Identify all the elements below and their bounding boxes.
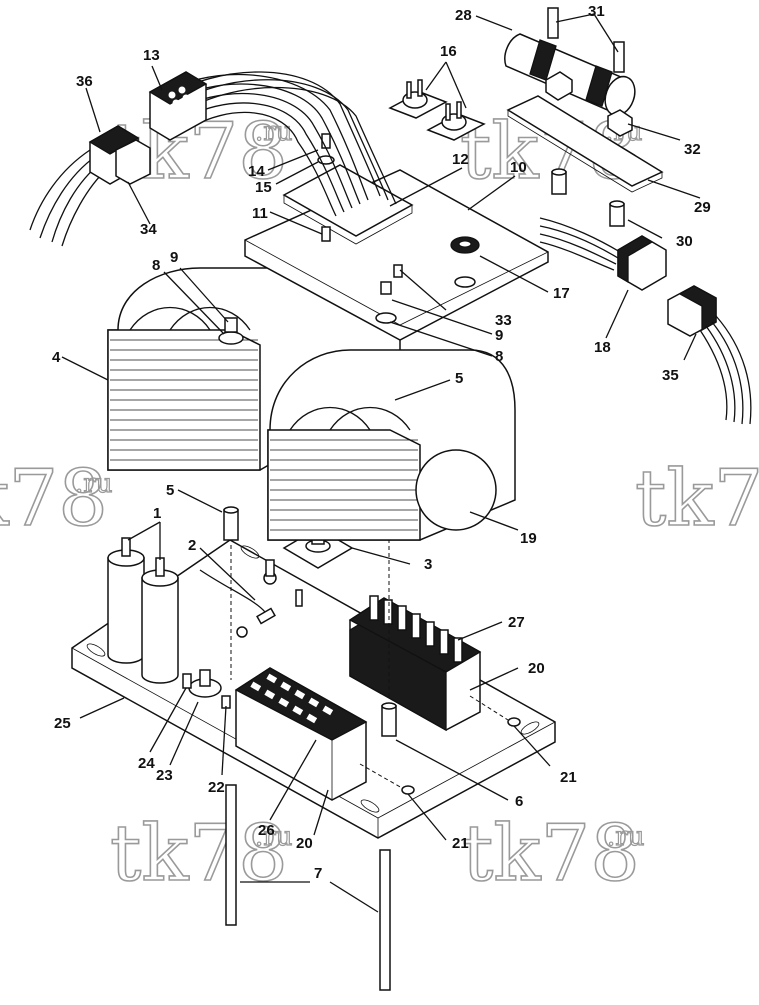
connector-18: [539, 217, 667, 291]
capacitors: [107, 537, 179, 684]
callout-17: 17: [553, 285, 570, 302]
callout-3: 3: [424, 556, 432, 573]
connector-36-34: [29, 125, 151, 247]
callout-18: 18: [594, 339, 611, 356]
callout-15: 15: [255, 179, 272, 196]
watermark-bottom-right: tk78: [462, 809, 640, 899]
resistor-28: [504, 7, 636, 117]
pc-board-12: [282, 164, 414, 245]
callout-11: 11: [252, 205, 268, 222]
callout-14: 14: [248, 163, 265, 180]
watermark-bottom-right-suffix: .ru: [607, 822, 644, 852]
callout-12: 12: [452, 151, 469, 168]
callout-31: 31: [588, 3, 605, 20]
callout-16: 16: [440, 43, 457, 60]
callout-23: 23: [156, 767, 173, 784]
callout-5-upper: 5: [455, 370, 463, 387]
terminal-block-26: [234, 667, 368, 801]
callout-21-bottom: 21: [452, 835, 469, 852]
callout-24: 24: [138, 755, 155, 772]
callout-34: 34: [140, 221, 157, 238]
callout-6: 6: [515, 793, 523, 810]
callout-28: 28: [455, 7, 472, 24]
callout-27: 27: [508, 614, 525, 631]
callout-29: 29: [694, 199, 711, 216]
wire-harness-main: [148, 71, 397, 217]
leader-lines: [61, 13, 701, 913]
board-29: [506, 71, 664, 227]
callout-36: 36: [76, 73, 93, 90]
watermark-mid-left: tk78: [0, 454, 108, 544]
callout-5-lower: 5: [166, 482, 174, 499]
callout-30: 30: [676, 233, 693, 250]
callout-21-right: 21: [560, 769, 577, 786]
callout-25: 25: [54, 715, 71, 732]
terminal-block-27: [348, 595, 482, 732]
callout-10: 10: [510, 159, 527, 176]
watermark-top-left-suffix: .ru: [255, 117, 292, 147]
callout-20-bottom: 20: [296, 835, 313, 852]
callout-19: 19: [520, 530, 537, 547]
callout-26: 26: [258, 822, 275, 839]
small-terminal-parts: [182, 669, 231, 709]
callout-9-left: 9: [170, 249, 178, 266]
callout-9-right: 9: [495, 327, 503, 344]
toroid-17: [450, 236, 480, 254]
callout-33: 33: [495, 312, 512, 329]
transistors-16: [388, 79, 486, 141]
callout-4: 4: [52, 349, 61, 366]
callout-22: 22: [208, 779, 225, 796]
callout-20-right: 20: [528, 660, 545, 677]
callout-2: 2: [188, 537, 196, 554]
screws-21: [359, 695, 521, 795]
callout-labels: 1 2 3 4 5 5 6 7 8 8 9 9 10 11 12 13 14 1…: [52, 3, 711, 882]
watermark-bottom-left: tk78: [110, 809, 288, 899]
diode-lead: [199, 559, 303, 638]
watermark-mid-left-suffix: .ru: [75, 469, 112, 499]
watermark-mid-right: tk78: [635, 454, 759, 544]
callout-1: 1: [153, 505, 161, 522]
watermark-bottom-left-suffix: .ru: [255, 822, 292, 852]
callout-8-left: 8: [152, 257, 160, 274]
callout-7: 7: [314, 865, 322, 882]
connector-35: [667, 285, 752, 425]
transformer-19: [267, 349, 516, 541]
callout-32: 32: [684, 141, 701, 158]
callout-13: 13: [143, 47, 160, 64]
callout-8-right: 8: [495, 348, 503, 365]
callout-35: 35: [662, 367, 679, 384]
